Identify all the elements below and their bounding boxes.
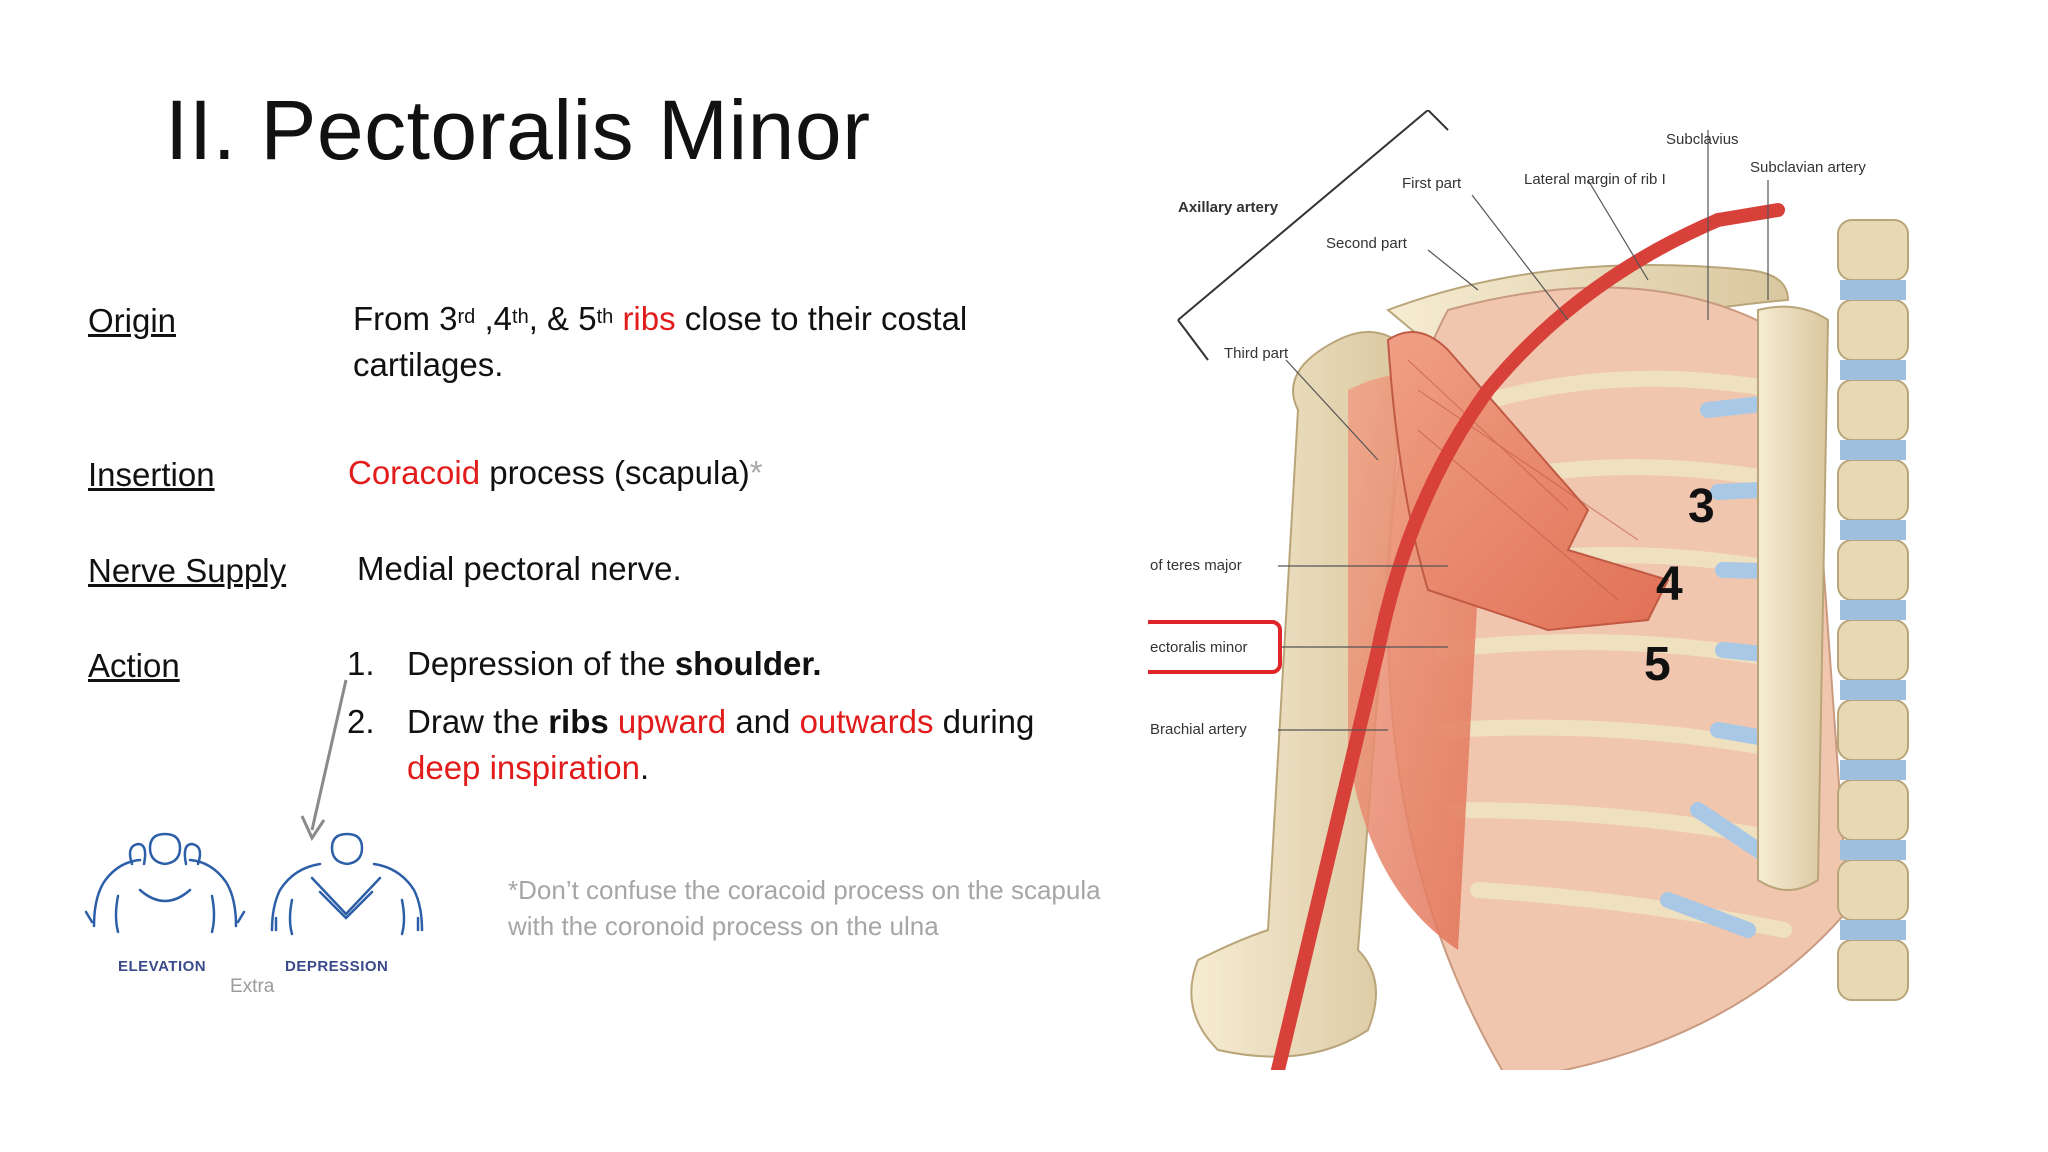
rib-number-3: 3 bbox=[1688, 480, 1715, 533]
coracoid-term: Coracoid bbox=[348, 454, 481, 491]
axillary-artery bbox=[1271, 213, 1725, 1070]
anatomy-figure: Axillary artery First part Second part T… bbox=[1148, 110, 1909, 1070]
rib-number-5: 5 bbox=[1644, 638, 1671, 691]
slide-title: II. Pectoralis Minor bbox=[165, 83, 871, 177]
footnote: *Don’t confuse the coracoid process on t… bbox=[508, 875, 1101, 941]
label-brachial-artery: Brachial artery bbox=[1150, 721, 1247, 738]
nerve-supply-value: Medial pectoral nerve. bbox=[357, 550, 682, 587]
vertebral-column bbox=[1837, 219, 1909, 1001]
action-item-1: 1. Depression of the shoulder. bbox=[347, 645, 822, 682]
insertion-value: Coracoid process (scapula)* bbox=[348, 454, 763, 491]
insertion-label: Insertion bbox=[88, 456, 215, 493]
depression-caption: DEPRESSION bbox=[285, 958, 389, 975]
label-teres-major: of teres major bbox=[1150, 557, 1242, 574]
origin-value: From 3rd ,4th, & 5th ribs close to their… bbox=[353, 300, 968, 383]
action-item-2: 2. Draw the ribs upward and outwards dur… bbox=[347, 703, 1035, 786]
label-axillary-artery: Axillary artery bbox=[1178, 199, 1279, 216]
axillary-bracket bbox=[1177, 110, 1449, 321]
subclavian-artery bbox=[1711, 203, 1785, 227]
label-third-part: Third part bbox=[1224, 345, 1289, 362]
label-pectoralis-minor: ectoralis minor bbox=[1150, 639, 1248, 656]
sternum bbox=[1757, 305, 1830, 891]
pectoralis-minor-highlight bbox=[1148, 620, 1282, 674]
ribs-term: ribs bbox=[622, 300, 676, 337]
rib-number-4: 4 bbox=[1656, 558, 1683, 611]
intervertebral-discs bbox=[1840, 280, 1906, 940]
elevation-caption: ELEVATION bbox=[118, 958, 207, 975]
origin-label: Origin bbox=[88, 302, 177, 339]
label-second-part: Second part bbox=[1326, 235, 1408, 252]
label-subclavius: Subclavius bbox=[1666, 131, 1739, 148]
label-lateral-margin: Lateral margin of rib I bbox=[1524, 171, 1666, 188]
label-subclavian-artery: Subclavian artery bbox=[1750, 159, 1866, 176]
extra-caption: Extra bbox=[230, 976, 275, 997]
shoulder-motion-sketch bbox=[84, 832, 424, 936]
nerve-supply-label: Nerve Supply bbox=[88, 552, 287, 589]
label-first-part: First part bbox=[1402, 175, 1462, 192]
action-label: Action bbox=[88, 647, 180, 684]
elevation-head bbox=[148, 832, 182, 866]
pointer-arrow bbox=[300, 679, 348, 842]
